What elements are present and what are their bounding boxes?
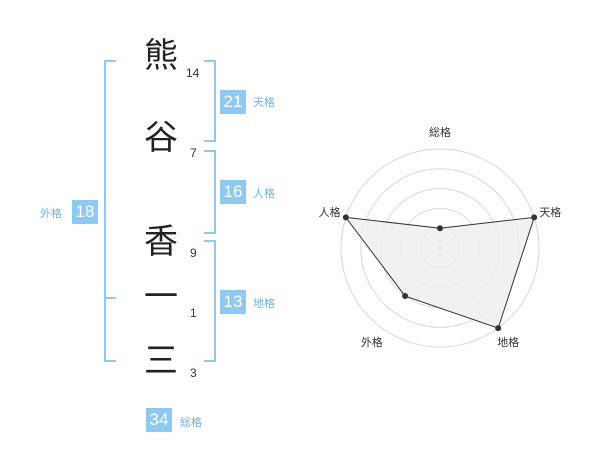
jinkaku-score: 16: [220, 180, 246, 204]
name-char-4: 一: [144, 277, 178, 317]
radar-ring: [340, 148, 540, 348]
tenkaku-label: 天格: [253, 96, 275, 109]
soukaku-label: 総格: [180, 416, 202, 429]
radar-point-3: [495, 325, 502, 332]
stroke-count-5: 3: [190, 366, 197, 380]
radar-point-4: [402, 293, 409, 300]
radar-data-area: [344, 216, 535, 329]
name-char-1: 熊: [144, 36, 178, 76]
radar-axis-label-5: 人格: [319, 205, 341, 219]
radar-point-5: [342, 214, 349, 221]
chikaku-bracket: [204, 240, 216, 362]
radar-axis-label-1: 総格: [429, 125, 451, 139]
stroke-count-2: 7: [190, 146, 197, 160]
stroke-count-1: 14: [186, 66, 200, 80]
stroke-count-4: 1: [190, 306, 197, 320]
stroke-count-3: 9: [190, 246, 197, 260]
name-char-5: 三: [144, 341, 178, 381]
chikaku-score: 13: [220, 290, 246, 314]
name-char-3: 香: [144, 222, 178, 262]
gaikaku-bracket: [104, 60, 116, 362]
jinkaku-bracket: [204, 150, 216, 234]
tenkaku-bracket: [204, 60, 216, 142]
tenkaku-score: 21: [220, 90, 246, 114]
jinkaku-label: 人格: [253, 187, 275, 200]
radar-axis-label-4: 外格: [361, 335, 383, 349]
soukaku-score: 34: [146, 408, 172, 432]
gaikaku-score: 18: [72, 200, 98, 224]
radar-point-2: [531, 214, 538, 221]
radar-axis-label-3: 地格: [497, 335, 519, 349]
radar-points: [342, 214, 538, 332]
radar-axis-label-2: 天格: [539, 205, 561, 219]
chikaku-label: 地格: [253, 297, 275, 310]
radar-point-1: [437, 225, 443, 232]
gaikaku-bracket-divider: [104, 297, 116, 299]
name-char-2: 谷: [144, 118, 178, 158]
gaikaku-label: 外格: [40, 207, 62, 220]
